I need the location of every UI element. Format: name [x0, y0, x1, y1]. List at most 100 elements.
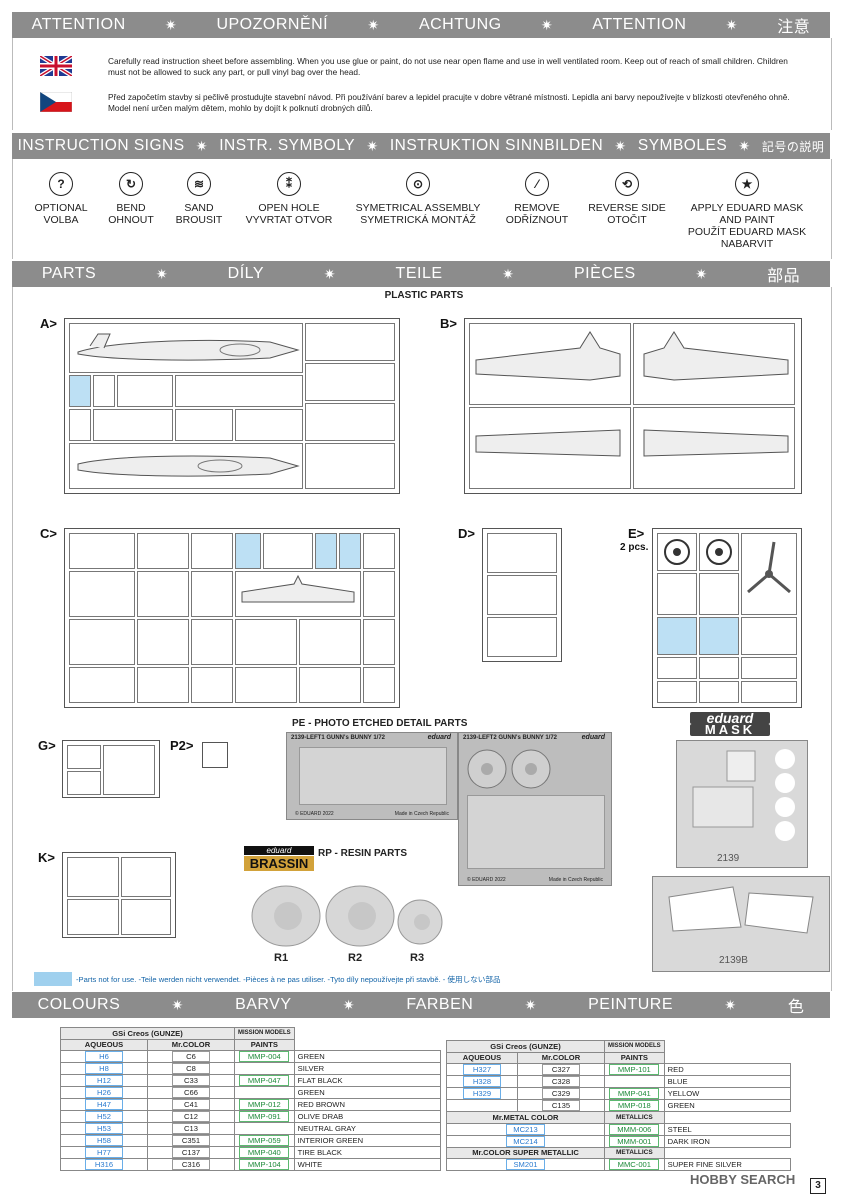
unused-part [69, 375, 91, 407]
color-name: SUPER FINE SILVER [663, 1158, 792, 1171]
sign-label: OTOČIT [607, 214, 647, 226]
sprue-g [62, 740, 160, 798]
sign-label: BROUSIT [175, 214, 223, 226]
tailplane-part [235, 571, 361, 617]
color-name: STEEL [663, 1122, 792, 1136]
tailplane-icon [241, 574, 355, 603]
wing-icon [643, 429, 789, 457]
unused-part [235, 533, 261, 569]
mask-sheet-1: 2139 [676, 740, 808, 868]
small-part [657, 681, 697, 703]
cowling-part [305, 443, 395, 489]
star-icon: ✷ [725, 16, 738, 33]
paint-col: Mr.COLOR [517, 1051, 605, 1064]
sprue-e-count: 2 pcs. [620, 542, 649, 553]
star-icon: ✷ [155, 265, 169, 282]
pe-made-in: Made in Czech Republic [548, 877, 603, 883]
small-part [137, 619, 189, 665]
paint-header: MISSION MODELS [604, 1040, 665, 1053]
pe-copyright: © EDUARD 2022 [467, 877, 506, 883]
engine-part [657, 533, 697, 571]
star-icon: ✷ [524, 996, 537, 1013]
mr-color-code: C33 [172, 1075, 210, 1086]
sprue-e [652, 528, 802, 708]
small-part [657, 657, 697, 679]
small-part [137, 571, 189, 617]
sprue-g-label: G> [38, 738, 56, 753]
colours-fr: PEINTURE [588, 996, 674, 1013]
parts-fr: PIÈCES [574, 265, 636, 282]
resin-label-r1: R1 [274, 952, 289, 964]
small-part [69, 533, 135, 569]
pe-parts-area [299, 747, 447, 805]
small-part [93, 409, 173, 441]
parts-en: PARTS [41, 265, 97, 282]
mission-code: MMP-091 [239, 1111, 290, 1122]
star-icon: ✷ [323, 265, 336, 282]
propeller-part [741, 533, 797, 615]
color-name: RED [663, 1063, 792, 1076]
small-part [175, 375, 303, 407]
small-part [67, 857, 119, 897]
pe-fret-header: 2139-LEFT2 GUNN's BUNNY 1/72 [463, 735, 558, 741]
mr-color-code: C66 [172, 1087, 210, 1098]
star-icon: ✷ [502, 265, 515, 282]
small-part [235, 409, 303, 441]
mission-code: MMP-041 [609, 1088, 660, 1099]
wing-lower-left [469, 407, 631, 489]
star-icon: ✷ [540, 16, 554, 33]
colours-jp: 色 [787, 999, 805, 1016]
color-name: GREEN [663, 1099, 792, 1112]
sprue-c [64, 528, 400, 708]
mr-color-code: C327 [542, 1064, 580, 1075]
parts-de: TEILE [395, 265, 443, 282]
small-part [121, 857, 171, 897]
pe-fret-header: 2139-LEFT1 GUNN's BUNNY 1/72 [291, 735, 386, 741]
aqueous-code: H52 [85, 1111, 123, 1122]
small-part [191, 533, 233, 569]
sign-label: SYMETRICKÁ MONTÁŽ [360, 214, 476, 226]
wing-icon [643, 331, 789, 381]
color-name: RED BROWN [293, 1098, 442, 1111]
sprue-k-label: K> [38, 850, 55, 865]
fuselage-right-part [69, 443, 303, 489]
sign-reverse: ⟲ REVERSE SIDE OTOČIT [584, 172, 670, 226]
metal-code: SM201 [506, 1159, 545, 1170]
sprue-d-label: D> [458, 526, 475, 541]
pe-copyright: © EDUARD 2022 [295, 811, 334, 817]
wing-lower-right [633, 407, 795, 489]
small-part [363, 667, 395, 703]
small-part [741, 617, 797, 655]
parts-band: PARTS ✷ DÍLY ✷ TEILE ✷ PIÈCES ✷ 部品 [12, 261, 830, 287]
engine-icon [664, 539, 690, 565]
warning-en-row: Carefully read instruction sheet before … [40, 56, 808, 78]
sprue-e-label: E> [628, 526, 645, 541]
small-part [741, 681, 797, 703]
small-part [363, 571, 395, 617]
small-part [191, 571, 233, 617]
small-part [121, 899, 171, 935]
star-icon: ✷ [724, 996, 737, 1013]
mission-code: MMP-040 [239, 1147, 290, 1158]
paint-col: AQUEOUS [60, 1038, 148, 1051]
parts-jp: 部品 [767, 268, 801, 285]
mr-color-code: C137 [172, 1147, 210, 1158]
mask-sheet-2: 2139B [652, 876, 830, 972]
small-part [69, 571, 135, 617]
sign-label: POUŽÍT EDUARD MASK [687, 226, 807, 238]
sign-optional: ? OPTIONAL VOLBA [30, 172, 92, 226]
colours-band: COLOURS ✷ BARVY ✷ FARBEN ✷ PEINTURE ✷ 色 [12, 992, 830, 1018]
small-part [235, 667, 297, 703]
small-part [137, 533, 189, 569]
attention-fr: ATTENTION [592, 16, 687, 33]
paint-col: Mr.COLOR [147, 1038, 235, 1051]
pe-brand: eduard [427, 734, 451, 741]
small-part [699, 657, 739, 679]
propeller-icon [747, 541, 791, 594]
star-icon: ✷ [164, 16, 178, 33]
small-part [137, 667, 189, 703]
mr-color-code: C41 [172, 1099, 210, 1110]
